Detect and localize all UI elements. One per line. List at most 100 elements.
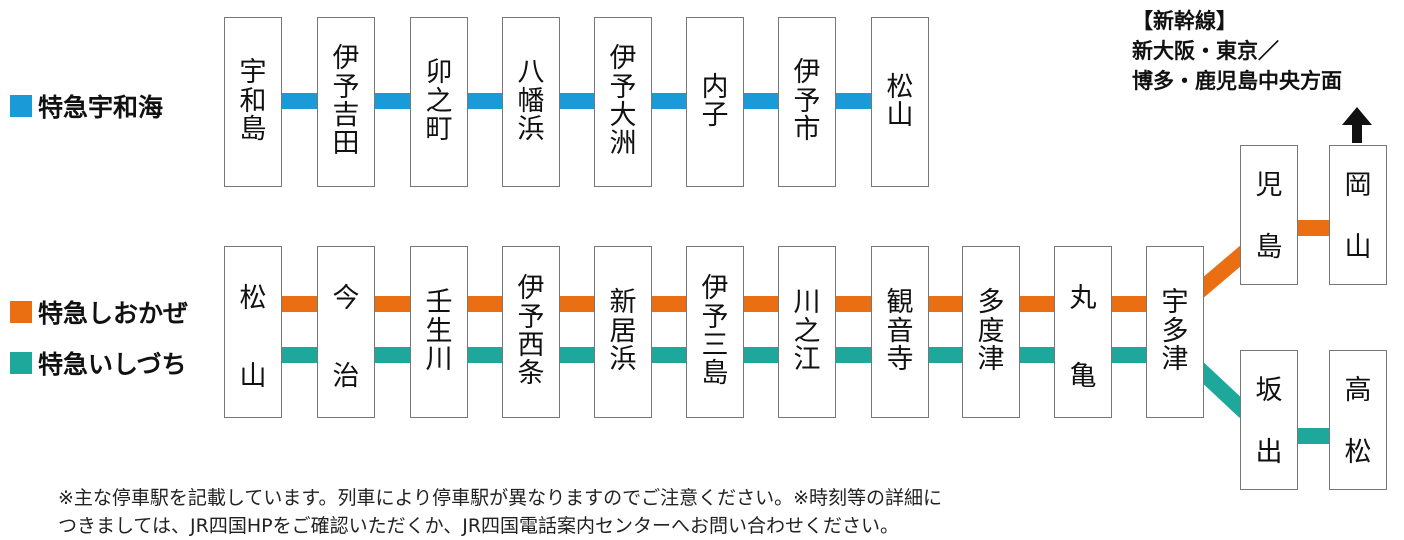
station-char: 出 <box>1255 436 1283 468</box>
station-char: 居 <box>609 315 637 347</box>
station-char: 生 <box>425 315 453 347</box>
station-char: 伊 <box>701 273 729 305</box>
station-内子: 内子 <box>686 17 744 187</box>
station-char: 吉 <box>332 100 360 131</box>
station-岡山: 岡山 <box>1329 145 1387 285</box>
legend-uwakai: 特急宇和海 <box>10 88 163 124</box>
station-伊予市: 伊予市 <box>778 17 836 187</box>
station-char: 市 <box>793 114 821 146</box>
station-char: 宇 <box>1161 287 1189 319</box>
branch-connectors <box>1192 245 1251 418</box>
station-char: 江 <box>793 344 821 376</box>
station-char: 卯 <box>425 57 453 89</box>
legend-label-ishizuchi: 特急いしづち <box>38 350 187 379</box>
station-松山: 松山 <box>224 246 282 418</box>
station-char: 津 <box>977 344 1005 376</box>
station-char: 坂 <box>1255 375 1283 406</box>
station-char: 観 <box>886 287 914 319</box>
station-char: 伊 <box>609 43 637 75</box>
up-arrow-icon <box>1342 107 1372 143</box>
station-宇多津: 宇多津 <box>1146 246 1204 418</box>
station-char: 内 <box>701 71 729 103</box>
station-伊予大洲: 伊予大洲 <box>594 17 652 187</box>
legend-swatch-ishizuchi <box>10 352 32 374</box>
station-char: 島 <box>1255 231 1283 263</box>
station-char: 亀 <box>1069 360 1097 392</box>
legend-label-uwakai: 特急宇和海 <box>38 93 164 122</box>
station-char: 山 <box>239 360 267 392</box>
station-高松: 高松 <box>1329 350 1387 490</box>
station-今治: 今治 <box>317 246 375 418</box>
station-char: 音 <box>886 315 914 347</box>
okayama-link-line <box>1290 220 1340 236</box>
station-観音寺: 観音寺 <box>871 246 929 418</box>
station-児島: 児島 <box>1240 145 1298 285</box>
station-char: 予 <box>609 71 637 103</box>
station-松山: 松山 <box>871 17 929 187</box>
station-char: 丸 <box>1069 283 1097 314</box>
station-char: 川 <box>793 287 821 319</box>
station-char: 大 <box>609 100 637 131</box>
station-八幡浜: 八幡浜 <box>502 17 560 187</box>
station-川之江: 川之江 <box>778 246 836 418</box>
station-char: 山 <box>1344 231 1372 263</box>
station-char: 予 <box>793 85 821 117</box>
station-char: 幡 <box>517 85 545 117</box>
station-char: 之 <box>793 315 821 347</box>
station-壬生川: 壬生川 <box>410 246 468 418</box>
shinkansen-line2: 博多・鹿児島中央方面 <box>1132 69 1342 93</box>
station-坂出: 坂出 <box>1240 350 1298 490</box>
legend-ishizuchi: 特急いしづち <box>10 345 187 381</box>
takamatsu-link-line <box>1290 428 1340 444</box>
station-丸亀: 丸亀 <box>1054 246 1112 418</box>
shinkansen-label: 【新幹線】 新大阪・東京／ 博多・鹿児島中央方面 <box>1132 6 1342 96</box>
station-多度津: 多度津 <box>962 246 1020 418</box>
station-卯之町: 卯之町 <box>410 17 468 187</box>
station-伊予吉田: 伊予吉田 <box>317 17 375 187</box>
station-char: 予 <box>701 301 729 333</box>
station-char: 伊 <box>517 273 545 305</box>
station-char: 高 <box>1344 375 1372 406</box>
station-char: 三 <box>701 330 729 361</box>
legend-swatch-uwakai <box>10 95 32 117</box>
station-char: 多 <box>977 287 1005 319</box>
station-char: 八 <box>517 57 545 89</box>
station-char: 度 <box>977 315 1005 347</box>
station-char: 伊 <box>793 57 821 89</box>
station-char: 松 <box>1344 436 1372 468</box>
station-char: 予 <box>517 301 545 333</box>
station-char: 西 <box>517 330 545 361</box>
station-伊予三島: 伊予三島 <box>686 246 744 418</box>
shinkansen-title: 【新幹線】 <box>1132 9 1237 33</box>
station-宇和島: 宇和島 <box>224 17 282 187</box>
footnote-line1: ※主な停車駅を記載しています。列車により停車駅が異なりますのでご注意ください。※… <box>58 487 942 509</box>
shinkansen-line1: 新大阪・東京／ <box>1132 39 1279 63</box>
legend-label-shiokaze: 特急しおかぜ <box>38 299 189 328</box>
station-char: 伊 <box>332 43 360 75</box>
station-char: 川 <box>425 344 453 376</box>
station-char: 田 <box>332 128 360 160</box>
station-char: 治 <box>332 360 360 392</box>
station-char: 子 <box>701 100 729 131</box>
station-char: 浜 <box>609 344 637 376</box>
station-char: 条 <box>517 358 545 390</box>
station-char: 多 <box>1161 315 1189 347</box>
station-char: 新 <box>609 287 637 319</box>
station-char: 和 <box>239 85 267 117</box>
station-char: 島 <box>239 114 267 146</box>
station-char: 洲 <box>609 128 637 160</box>
station-char: 松 <box>239 283 267 314</box>
station-char: 宇 <box>239 57 267 89</box>
station-char: 岡 <box>1344 170 1372 201</box>
station-char: 浜 <box>517 114 545 146</box>
station-char: 津 <box>1161 344 1189 376</box>
station-char: 山 <box>886 100 914 131</box>
station-char: 町 <box>425 114 453 146</box>
station-char: 松 <box>886 71 914 103</box>
station-新居浜: 新居浜 <box>594 246 652 418</box>
legend-swatch-shiokaze <box>10 301 32 323</box>
station-伊予西条: 伊予西条 <box>502 246 560 418</box>
station-char: 児 <box>1255 170 1283 201</box>
station-char: 今 <box>332 283 360 314</box>
station-char: 壬 <box>425 287 453 319</box>
